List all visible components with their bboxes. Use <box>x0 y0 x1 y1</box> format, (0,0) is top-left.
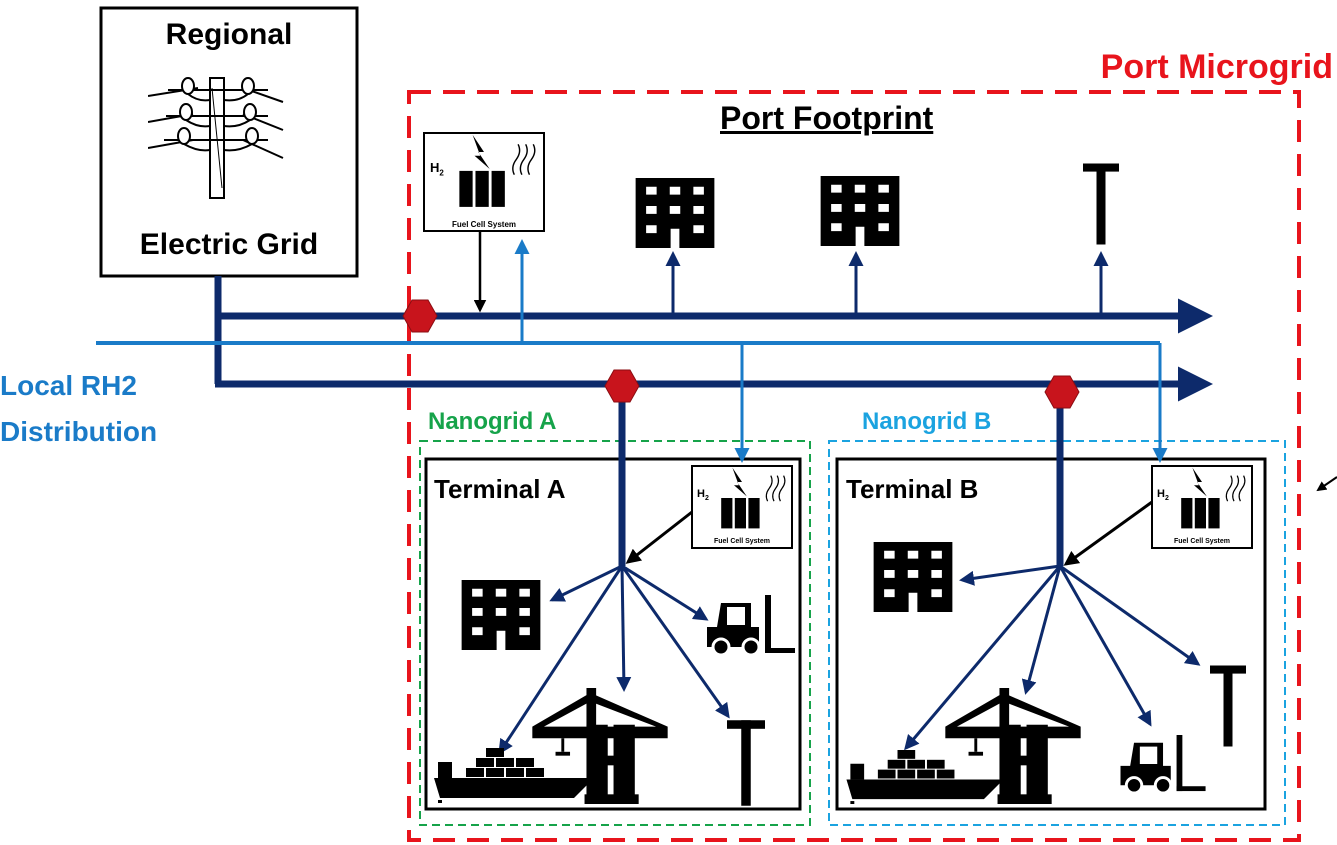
breaker-icon <box>604 369 640 403</box>
fuel-cell-caption: Fuel Cell System <box>451 220 517 229</box>
breaker-icon <box>402 299 438 333</box>
terminal-a-branch-forklift <box>621 564 709 621</box>
terminal-b-branch-crane <box>1021 565 1062 695</box>
regional-grid-subtitle: Electric Grid <box>139 228 319 261</box>
building-icon <box>873 542 953 612</box>
terminal-b-label: Terminal B <box>846 474 979 504</box>
terminal-b-branch-forklift <box>1058 565 1152 727</box>
fuel-cell-h2-label: H2 <box>697 488 709 503</box>
rh2-label-line2: Distribution <box>0 416 158 447</box>
nanogrid-a-boundary <box>419 440 811 826</box>
regional-grid-title: Regional <box>165 18 293 51</box>
fuel-cell-caption: Fuel Cell System <box>713 538 771 545</box>
terminal-b-branch-charger <box>1059 564 1201 666</box>
terminal-a-branch-crane <box>616 565 632 692</box>
port-footprint-label: Port Footprint <box>720 100 934 136</box>
building-icon <box>635 178 715 248</box>
port-microgrid-label: Port Microgrid <box>1100 48 1333 86</box>
fuel-cell-h2-label: H2 <box>1157 488 1169 503</box>
fc-b-to-hub <box>1063 500 1153 566</box>
building-icon <box>820 176 900 246</box>
pointer-arrow <box>1316 476 1337 492</box>
terminal-b-branch-ship <box>904 565 1062 751</box>
fc-a-to-hub <box>625 510 693 564</box>
fuel-cell-h2-label: H2 <box>430 160 444 178</box>
regional-grid-box <box>99 6 359 278</box>
rh2-label-line1: Local RH2 <box>0 370 137 401</box>
nanogrid-b-label: Nanogrid B <box>862 408 992 435</box>
fuel-cell-caption: Fuel Cell System <box>1173 538 1231 545</box>
building-icon <box>461 580 541 650</box>
terminal-a-branch-building <box>549 564 623 602</box>
charging-post-icon <box>1083 163 1119 245</box>
terminal-a-branch-ship <box>498 565 624 755</box>
terminal-a-branch-charger <box>620 565 730 719</box>
terminal-b-branch-building <box>959 564 1061 586</box>
port-microgrid-boundary <box>407 90 1301 842</box>
breaker-icon <box>1044 375 1080 409</box>
terminal-a-label: Terminal A <box>434 474 566 504</box>
nanogrid-a-label: Nanogrid A <box>428 408 557 435</box>
